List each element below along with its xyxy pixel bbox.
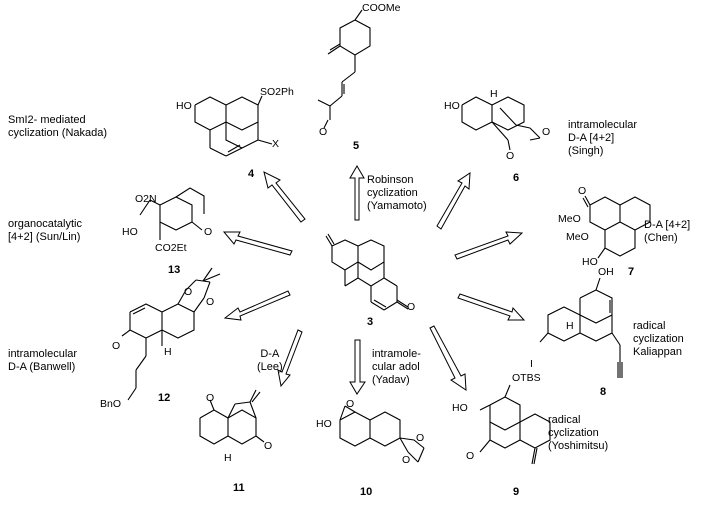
arrow-to-10 <box>349 339 366 395</box>
annotation-banwell: intramolecular D-A (Banwell) <box>8 348 78 373</box>
annotation-chen: D-A [4+2] (Chen) <box>644 219 691 244</box>
arrow-to-9 <box>429 325 467 391</box>
atom-label: H <box>490 88 498 100</box>
annotation-singh: intramolecular D-A [4+2] (Singh) <box>568 119 638 157</box>
atom-label: H <box>566 320 574 332</box>
compound-label-11: 11 <box>233 482 245 494</box>
atom-label: COOMe <box>362 2 401 14</box>
annotation-sunlin: organocatalytic [4+2] (Sun/Lin) <box>8 218 82 243</box>
atom-label: O <box>506 150 515 162</box>
atom-label: X <box>272 138 280 150</box>
atom-label: HO <box>444 100 460 112</box>
compound-label-7: 7 <box>628 266 635 278</box>
compound-label-6: 6 <box>513 172 520 184</box>
atom-label: O <box>466 450 475 462</box>
arrow-to-13 <box>222 231 293 256</box>
arrow-to-7 <box>454 231 524 260</box>
annotation-yadav: intramole- cular adol (Yadav) <box>372 348 421 386</box>
structure-3 <box>325 233 409 311</box>
atom-label: O <box>264 440 273 452</box>
structure-5 <box>317 9 371 129</box>
compound-label-10: 10 <box>360 486 373 498</box>
arrow-to-11 <box>277 329 303 388</box>
atom-label: O <box>346 398 355 410</box>
atom-label: I <box>530 358 533 370</box>
atom-label: H <box>224 452 232 464</box>
arrow-to-8 <box>457 293 526 321</box>
atom-label: O <box>578 185 587 197</box>
atom-label: O <box>407 301 416 313</box>
compound-label-13: 13 <box>168 264 181 276</box>
structure-10 <box>339 405 425 463</box>
annotation-nakada: SmI2- mediated cyclization (Nakada) <box>8 114 108 139</box>
arrow-to-4 <box>263 171 306 223</box>
compound-label-9: 9 <box>513 486 520 498</box>
atom-label: HO <box>582 256 598 268</box>
atom-label: OTBS <box>512 372 541 384</box>
arrow-to-5 <box>349 165 365 221</box>
compound-label-5: 5 <box>353 140 360 152</box>
compound-label-12: 12 <box>158 392 171 404</box>
atom-label: O2N <box>135 193 157 205</box>
annotation-kaliappan: radical cyclization Kaliappan <box>633 320 684 358</box>
structure-4 <box>194 95 273 157</box>
atom-label: BnO <box>100 398 122 410</box>
structure-8 <box>539 277 623 378</box>
atom-label: O <box>319 126 328 138</box>
reaction-arrows <box>222 165 526 395</box>
structure-13 <box>139 187 205 240</box>
atom-label: O <box>206 392 215 404</box>
structure-6 <box>461 96 541 151</box>
atom-label: HO <box>452 402 468 414</box>
atom-label: MeO <box>558 213 581 225</box>
compound-label-8: 8 <box>600 386 607 398</box>
compound-label-4: 4 <box>248 168 255 180</box>
atom-label: O <box>204 226 213 238</box>
atom-label: O <box>206 296 215 308</box>
structure-7 <box>582 195 651 259</box>
atom-label: O <box>402 454 411 466</box>
structure-12 <box>121 267 221 401</box>
atom-label: HO <box>316 418 332 430</box>
atom-label: SO2Ph <box>260 86 294 98</box>
structure-9 <box>479 384 551 465</box>
arrow-to-6 <box>436 172 471 230</box>
atom-label: HO <box>176 100 192 112</box>
annotation-lee: D-A (Lee) <box>257 348 283 373</box>
atom-label: MeO <box>566 231 589 243</box>
atom-label: O <box>542 126 551 138</box>
atom-label: O <box>416 432 425 444</box>
annotation-yamamoto: Robinson cyclization (Yamamoto) <box>367 174 427 212</box>
atom-label: O <box>112 340 121 352</box>
atom-label: H <box>164 346 172 358</box>
atom-label: HO <box>122 226 138 238</box>
arrow-to-12 <box>223 290 291 321</box>
atom-label: O <box>184 286 193 298</box>
annotation-yoshimitsu: radical cyclization (Yoshimitsu) <box>548 414 609 452</box>
atom-label: OH <box>598 266 614 278</box>
compound-label-3: 3 <box>367 316 374 328</box>
atom-label: CO2Et <box>155 242 187 254</box>
structure-11 <box>199 389 265 445</box>
